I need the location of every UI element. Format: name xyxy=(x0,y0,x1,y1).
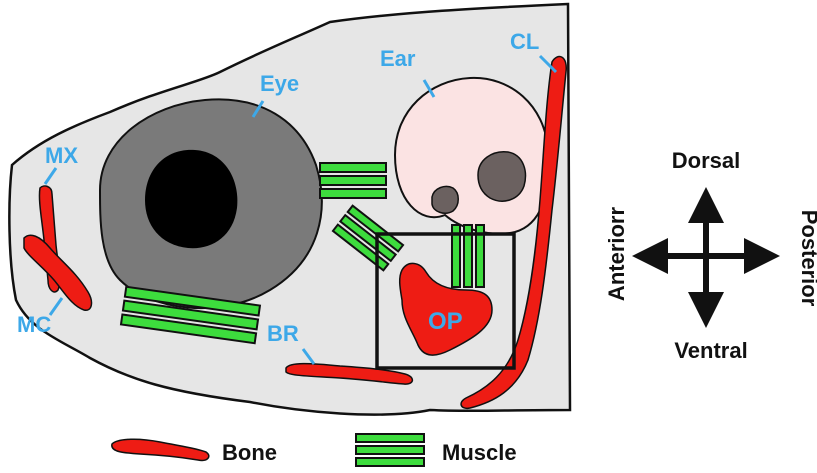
legend-muscle-label: Muscle xyxy=(442,440,517,465)
otolith-small xyxy=(432,186,458,213)
ear-label: Ear xyxy=(380,46,416,71)
cl-label: CL xyxy=(510,29,539,54)
muscle-dorsal xyxy=(320,163,386,198)
ear xyxy=(395,78,549,234)
ear-outline xyxy=(395,78,549,234)
dorsal-label: Dorsal xyxy=(672,148,740,173)
posterior-label: Posterior xyxy=(797,210,817,307)
mc-label: MC xyxy=(17,312,51,337)
eye-pupil xyxy=(145,150,237,248)
br-label: BR xyxy=(267,321,299,346)
orientation-compass: Dorsal Ventral Anteriorr Posterior xyxy=(604,148,817,363)
ventral-label: Ventral xyxy=(674,338,747,363)
eye xyxy=(100,99,322,308)
otolith-large xyxy=(478,152,525,201)
anterior-label: Anteriorr xyxy=(604,207,629,302)
mx-label: MX xyxy=(45,143,78,168)
op-label: OP xyxy=(428,308,463,335)
legend-muscle-swatch xyxy=(356,434,424,466)
legend: Bone Muscle xyxy=(112,434,517,466)
eye-label: Eye xyxy=(260,71,299,96)
legend-bone-swatch xyxy=(112,439,209,460)
legend-bone-label: Bone xyxy=(222,440,277,465)
